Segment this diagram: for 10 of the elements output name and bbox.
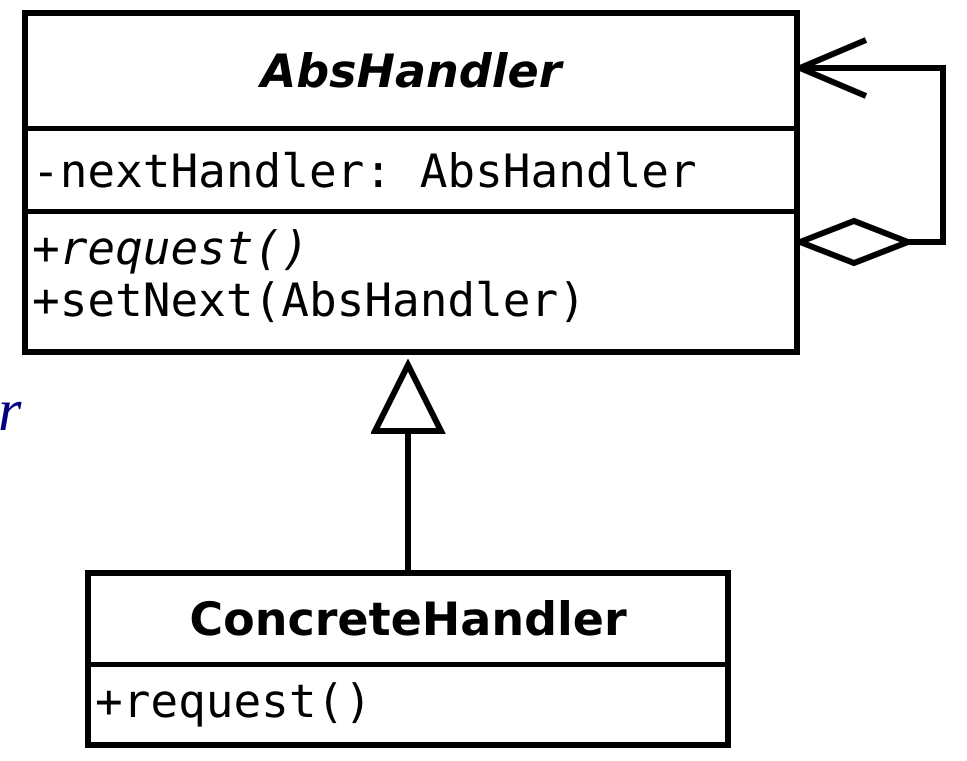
attribute-text: -nextHandler: AbsHandler	[32, 145, 698, 197]
cut-off-text: r	[0, 380, 22, 440]
class-name: AbsHandler	[32, 16, 790, 126]
uml-class-box	[85, 570, 731, 748]
operation-text: +request()	[95, 675, 373, 727]
operation-text: +setNext(AbsHandler)	[32, 274, 587, 326]
uml-class-box	[22, 10, 800, 355]
inheritance-arrow	[372, 362, 444, 570]
class-name: ConcreteHandler	[188, 591, 628, 648]
operation-text: +request()	[32, 222, 310, 274]
